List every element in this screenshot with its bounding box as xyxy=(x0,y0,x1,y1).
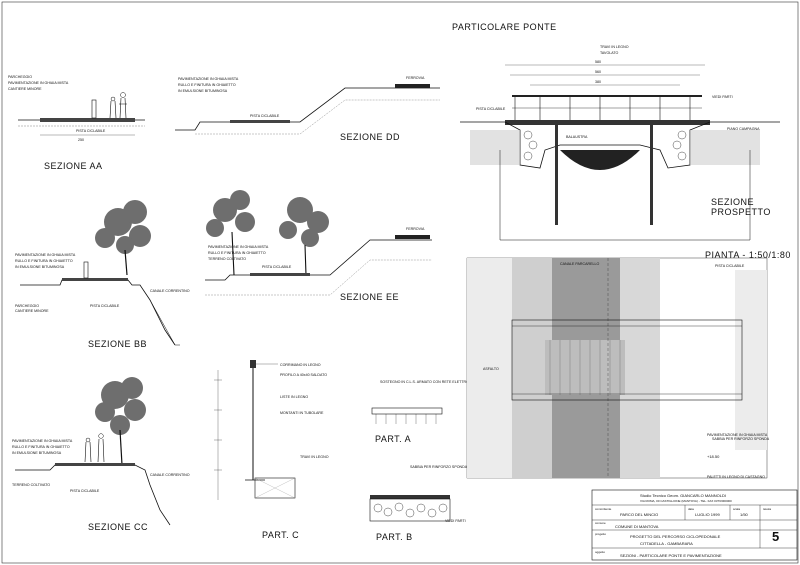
tb-committente-label: committente xyxy=(595,507,612,511)
tb-oggetto-label: oggetto xyxy=(595,550,605,554)
pianta-pista: PISTA CICLABILE xyxy=(715,264,745,268)
dd-label-emuls: IN EMULSIONE BITUMINOSA xyxy=(178,89,228,93)
pianta-plan: PIANTA - 1:50/1:80 CANALE PARCARELLO ASF… xyxy=(466,250,791,479)
ponte-pista: PISTA CICLABILE xyxy=(476,107,506,111)
cc-title: SEZIONE CC xyxy=(88,522,148,532)
parta-title: PART. A xyxy=(375,434,411,444)
tb-progetto-2: CITTADELLA - GAMBARARA xyxy=(640,541,693,546)
ee-label-terreno: TERRENO COLTIVATO xyxy=(208,257,246,261)
dd-title: SEZIONE DD xyxy=(340,132,400,142)
pianta-canale: CANALE PARCARELLO xyxy=(560,262,599,266)
ponte-dim-560: 560 xyxy=(595,70,601,74)
pianta-asfalto: ASFALTO xyxy=(483,367,499,371)
tb-tavola-label: tavola xyxy=(763,507,771,511)
aa-label-pista: PISTA CICLABILE xyxy=(76,129,106,133)
bb-label-parch: PARCHEGGIO xyxy=(15,304,39,308)
ponte-balaustra: BALAUSTRA xyxy=(566,135,588,139)
bb-label-cant: CANTIERE MINORE xyxy=(15,309,49,313)
cc-label-rullo: RULLO E FINITURA IN GHIAIETTO xyxy=(12,445,70,449)
ponte-title: PARTICOLARE PONTE xyxy=(452,22,557,32)
tb-data-label: data xyxy=(688,507,694,511)
partc-liste: LISTE IN LEGNO xyxy=(280,395,308,399)
cc-label-canale: CANALE CORRENTINO xyxy=(150,473,190,477)
dd-label-ferrovia: FERROVIA xyxy=(406,76,425,80)
partc-profilo: PROFILO A 40x40 SALDATO xyxy=(280,373,327,377)
ee-title: SEZIONE EE xyxy=(340,292,399,302)
partc-montanti: MONTANTI IN TUBOLARE xyxy=(280,411,324,415)
bb-label-emuls: IN EMULSIONE BITUMINOSA xyxy=(15,265,65,269)
bb-label-pav: PAVIMENTAZIONE IN GHIAIA MISTA xyxy=(15,253,76,257)
tb-progetto-label: progetto xyxy=(595,532,606,536)
section-dd: PAVIMENTAZIONE IN GHIAIA MISTA RULLO E F… xyxy=(175,76,440,142)
ponte-vie: VIEDI PARTI xyxy=(712,95,733,99)
section-bb: PAVIMENTAZIONE IN GHIAIA MISTA RULLO E F… xyxy=(15,200,190,349)
bb-label-pista: PISTA CICLABILE xyxy=(90,304,120,308)
ponte-travi: TRAVI IN LEGNO xyxy=(600,45,629,49)
ee-label-pista: PISTA CICLABILE xyxy=(262,265,292,269)
ponte-dim-380: 380 xyxy=(595,80,601,84)
part-c: CORRIMANO IN LEGNO PROFILO A 40x40 SALDA… xyxy=(214,360,329,540)
cc-label-terreno: TERRENO COLTIVATO xyxy=(12,483,50,487)
pianta-title: PIANTA - 1:50/1:80 xyxy=(705,250,791,260)
prospetto-title-2: PROSPETTO xyxy=(711,207,771,217)
partc-travi: TRAVI IN LEGNO xyxy=(300,455,329,459)
part-a: SOSTEGNO IN C.L.S. ARMATO CON RETE ELETT… xyxy=(371,380,485,444)
tb-comune-label: comune xyxy=(595,521,606,525)
bb-label-rullo: RULLO E FINITURA IN GHIAIETTO xyxy=(15,259,73,263)
bb-title: SEZIONE BB xyxy=(88,339,147,349)
bb-label-canale: CANALE CORRENTINO xyxy=(150,289,190,293)
ee-label-rullo: RULLO E FINITURA IN GHIAIETTO xyxy=(208,251,266,255)
part-b: SABBIA PER RINFORZO SPONDA VIEDI PARTI P… xyxy=(369,465,468,542)
ponte-tavolato: TAVOLATO xyxy=(600,51,619,55)
cc-label-emuls: IN EMULSIONE BITUMINOSA xyxy=(12,451,62,455)
pianta-quota: +18.50 xyxy=(707,454,720,459)
dd-label-rullo: RULLO E FINITURA IN GHIAIETTO xyxy=(178,83,236,87)
tb-address: VIA ROMA, 00 CASTIGLIONE (MANTOVA) - TEL… xyxy=(640,499,732,503)
aa-title: SEZIONE AA xyxy=(44,161,103,171)
tb-tavola: 5 xyxy=(772,529,779,544)
partb-vie: VIEDI PARTI xyxy=(445,519,466,523)
cc-label-pista: PISTA CICLABILE xyxy=(70,489,100,493)
dd-label-pista: PISTA CICLABILE xyxy=(250,114,280,118)
ee-label-pav: PAVIMENTAZIONE IN GHIAIA MISTA xyxy=(208,245,269,249)
tb-progetto-1: PROGETTO DEL PERCORSO CICLOPEDONALE xyxy=(630,534,721,539)
aa-dim-250: 250 xyxy=(78,138,84,142)
parta-sostegno: SOSTEGNO IN C.L.S. ARMATO CON RETE ELETT… xyxy=(380,380,485,384)
ee-label-ferrovia: FERROVIA xyxy=(406,227,425,231)
aa-label-cantiere: CANTIERE MINORE xyxy=(8,87,42,91)
pianta-sabbia: SABBIA PER RINFORZO SPONDA xyxy=(712,437,770,441)
tb-committente: PARCO DEL MINCIO xyxy=(620,512,658,517)
pianta-pav: PAVIMENTAZIONE IN GHIAIA MISTA xyxy=(707,433,768,437)
tb-scala-label: scala xyxy=(733,507,740,511)
tb-oggetto: SEZIONI - PARTICOLARE PONTE E PAVIMENTAZ… xyxy=(620,553,722,558)
tb-comune: COMUNE DI MANTOVA xyxy=(615,524,659,529)
ponte-section: PARTICOLARE PONTE 580 560 380 xyxy=(452,22,780,241)
partb-sabbia: SABBIA PER RINFORZO SPONDA xyxy=(410,465,468,469)
pianta-paletti: PALETTI IN LEGNO DI CASTAGNO xyxy=(707,475,765,479)
cc-label-pav: PAVIMENTAZIONE IN GHIAIA MISTA xyxy=(12,439,73,443)
tb-data: LUGLIO 1999 xyxy=(695,512,720,517)
partc-corrimano: CORRIMANO IN LEGNO xyxy=(280,363,321,367)
section-ee: PAVIMENTAZIONE IN GHIAIA MISTA RULLO E F… xyxy=(205,190,432,302)
title-block: Studio Tecnico Geom. GIANCARLO MANNOLDI … xyxy=(591,489,798,561)
section-cc: PAVIMENTAZIONE IN GHIAIA MISTA RULLO E F… xyxy=(12,377,190,532)
section-aa: PARCHEGGIO PAVIMENTAZIONE IN GHIAIA MIST… xyxy=(8,75,145,171)
ponte-campagna: PIANO CAMPAGNA xyxy=(727,127,760,131)
aa-label-pavimentazione: PAVIMENTAZIONE IN GHIAIA MISTA xyxy=(8,81,69,85)
dd-label-pav: PAVIMENTAZIONE IN GHIAIA MISTA xyxy=(178,77,239,81)
tb-studio: Studio Tecnico Geom. GIANCARLO MANNOLDI xyxy=(640,493,726,498)
partc-title: PART. C xyxy=(262,530,299,540)
aa-label-parcheggio: PARCHEGGIO xyxy=(8,75,32,79)
prospetto-title-1: SEZIONE xyxy=(711,197,754,207)
tb-scala: 1/50 xyxy=(740,512,749,517)
partb-title: PART. B xyxy=(376,532,413,542)
ponte-dim-580: 580 xyxy=(595,60,601,64)
